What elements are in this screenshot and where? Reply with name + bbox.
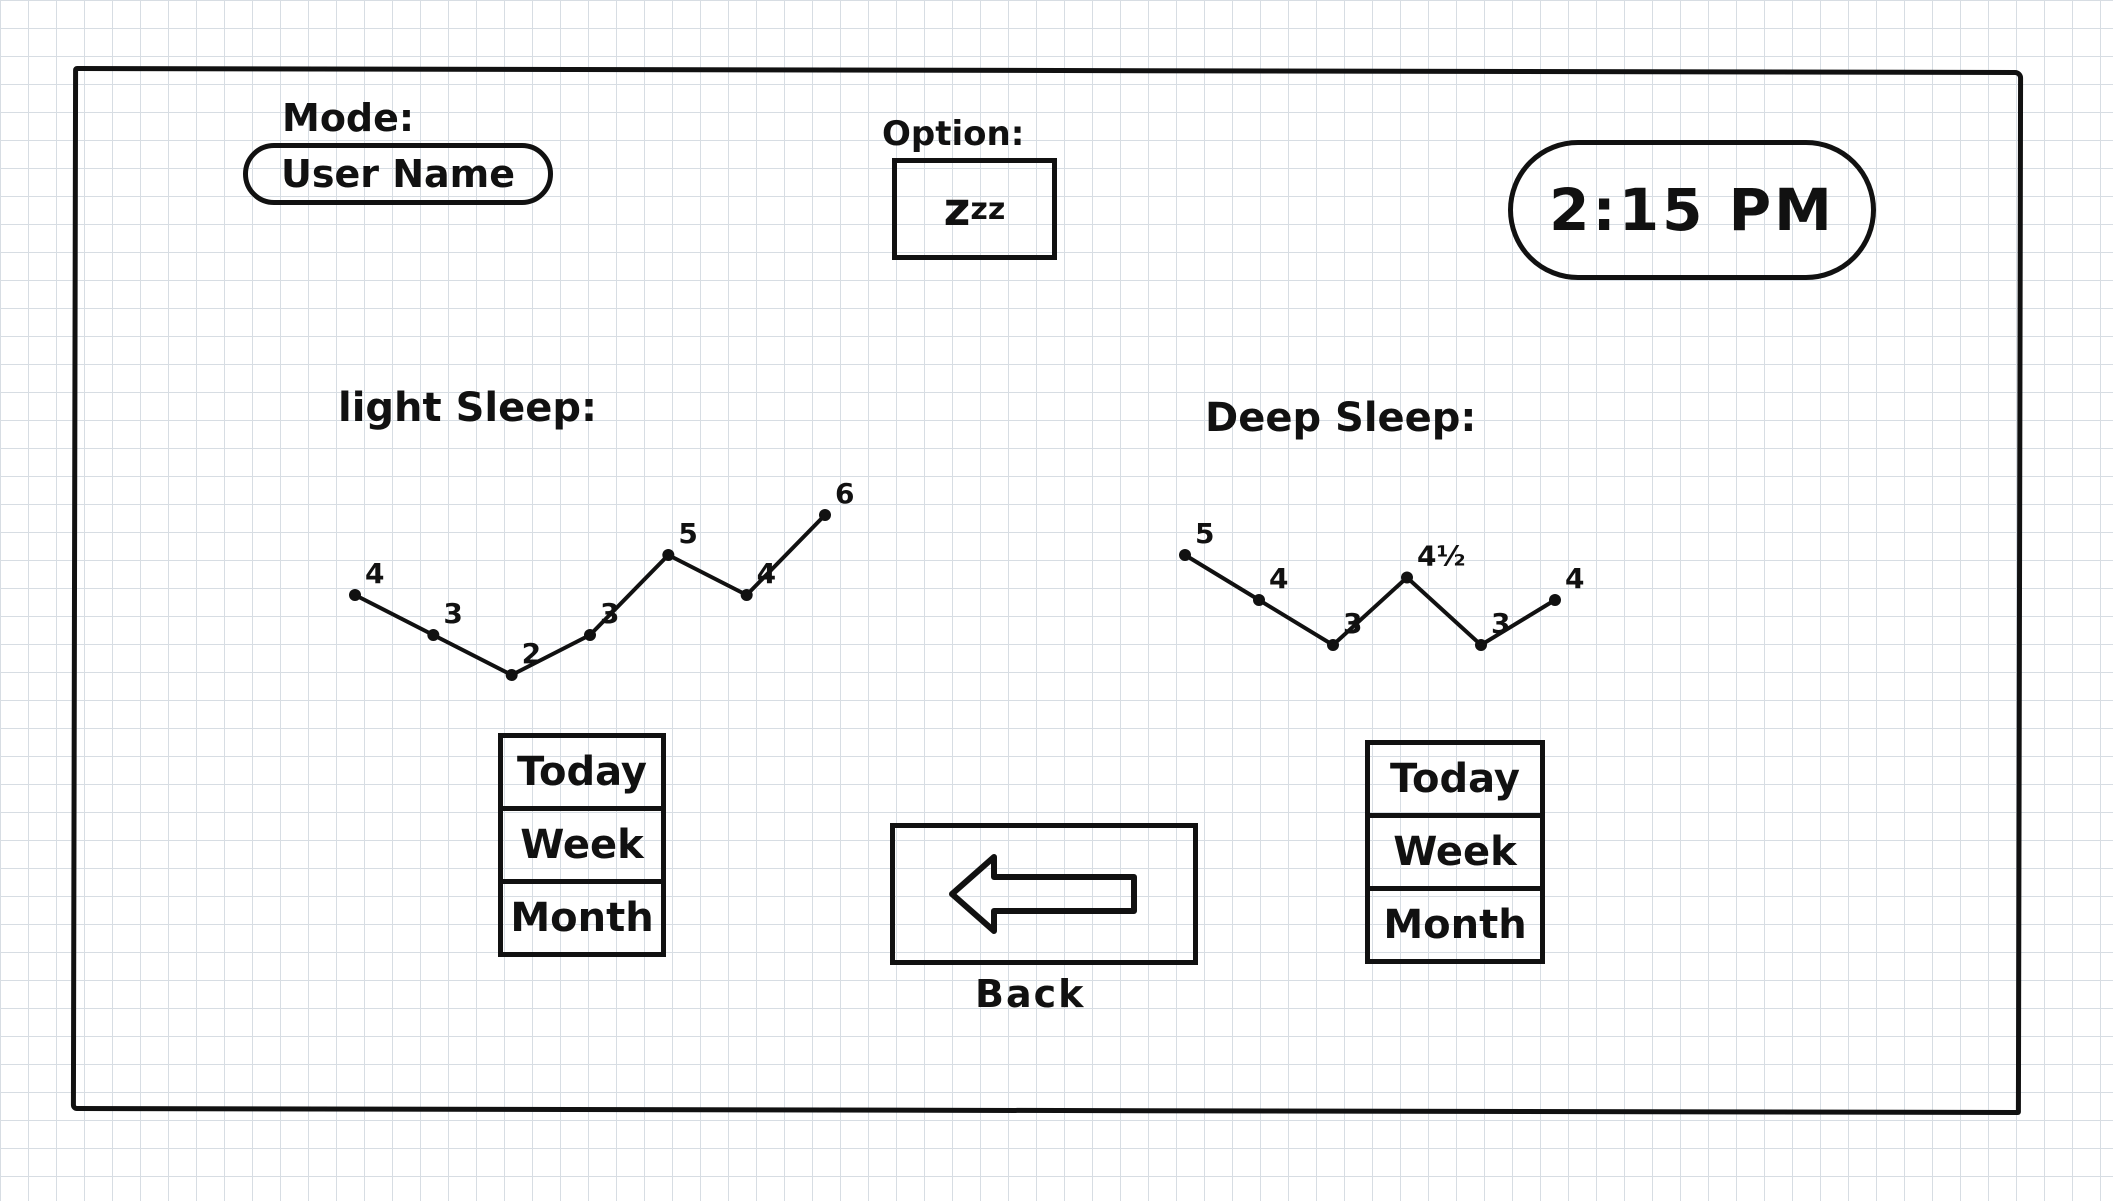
clock-display: 2:15 PM [1508, 140, 1876, 280]
user-name-button[interactable]: User Name [243, 143, 553, 205]
back-label: Back [975, 972, 1086, 1016]
light-month-button[interactable]: Month [498, 879, 666, 957]
data-label: 4½ [1417, 540, 1465, 573]
light-sleep-chart: 4 3 2 3 5 4 6 [349, 477, 854, 681]
option-label: Option: [882, 114, 1025, 154]
data-label: 3 [1491, 607, 1510, 640]
data-label: 2 [522, 637, 541, 670]
deep-week-button[interactable]: Week [1365, 813, 1545, 891]
light-sleep-title: light Sleep: [338, 385, 597, 431]
data-point [584, 629, 596, 641]
data-label: 4 [1269, 562, 1288, 595]
data-label: 5 [1195, 520, 1214, 550]
data-point [662, 549, 675, 561]
data-point [819, 509, 831, 521]
mode-label: Mode: [282, 96, 415, 140]
data-label: 4 [365, 557, 384, 590]
data-label: 3 [443, 597, 462, 630]
deep-sleep-range: Today Week Month [1365, 740, 1545, 964]
data-label: 3 [600, 597, 619, 630]
series-line [354, 513, 827, 677]
light-week-button[interactable]: Week [498, 806, 666, 884]
data-point [1401, 571, 1413, 584]
light-sleep-range: Today Week Month [498, 733, 666, 957]
data-label: 4 [1565, 562, 1584, 595]
data-point [427, 629, 440, 641]
data-point [1475, 639, 1487, 651]
data-point [1327, 639, 1339, 651]
deep-sleep-chart: 5 4 3 4½ 3 4 [1179, 520, 1584, 651]
back-button[interactable] [890, 823, 1198, 965]
option-z: z [943, 182, 971, 236]
option-z-sup1: z [970, 191, 988, 227]
data-point [349, 589, 361, 601]
arrow-left-icon [949, 854, 1137, 934]
data-point [1549, 594, 1561, 606]
data-point [740, 589, 753, 601]
data-label: 4 [757, 557, 776, 590]
deep-today-button[interactable]: Today [1365, 740, 1545, 818]
series-line [1183, 553, 1557, 647]
data-label: 5 [678, 517, 697, 550]
data-label: 3 [1343, 607, 1362, 640]
light-today-button[interactable]: Today [498, 733, 666, 811]
data-point [1179, 549, 1191, 561]
option-z-sup2: z [987, 191, 1006, 227]
deep-sleep-title: Deep Sleep: [1205, 395, 1477, 441]
deep-month-button[interactable]: Month [1365, 886, 1545, 964]
data-point [1253, 594, 1265, 606]
data-label: 6 [835, 477, 854, 510]
data-point [505, 669, 518, 681]
